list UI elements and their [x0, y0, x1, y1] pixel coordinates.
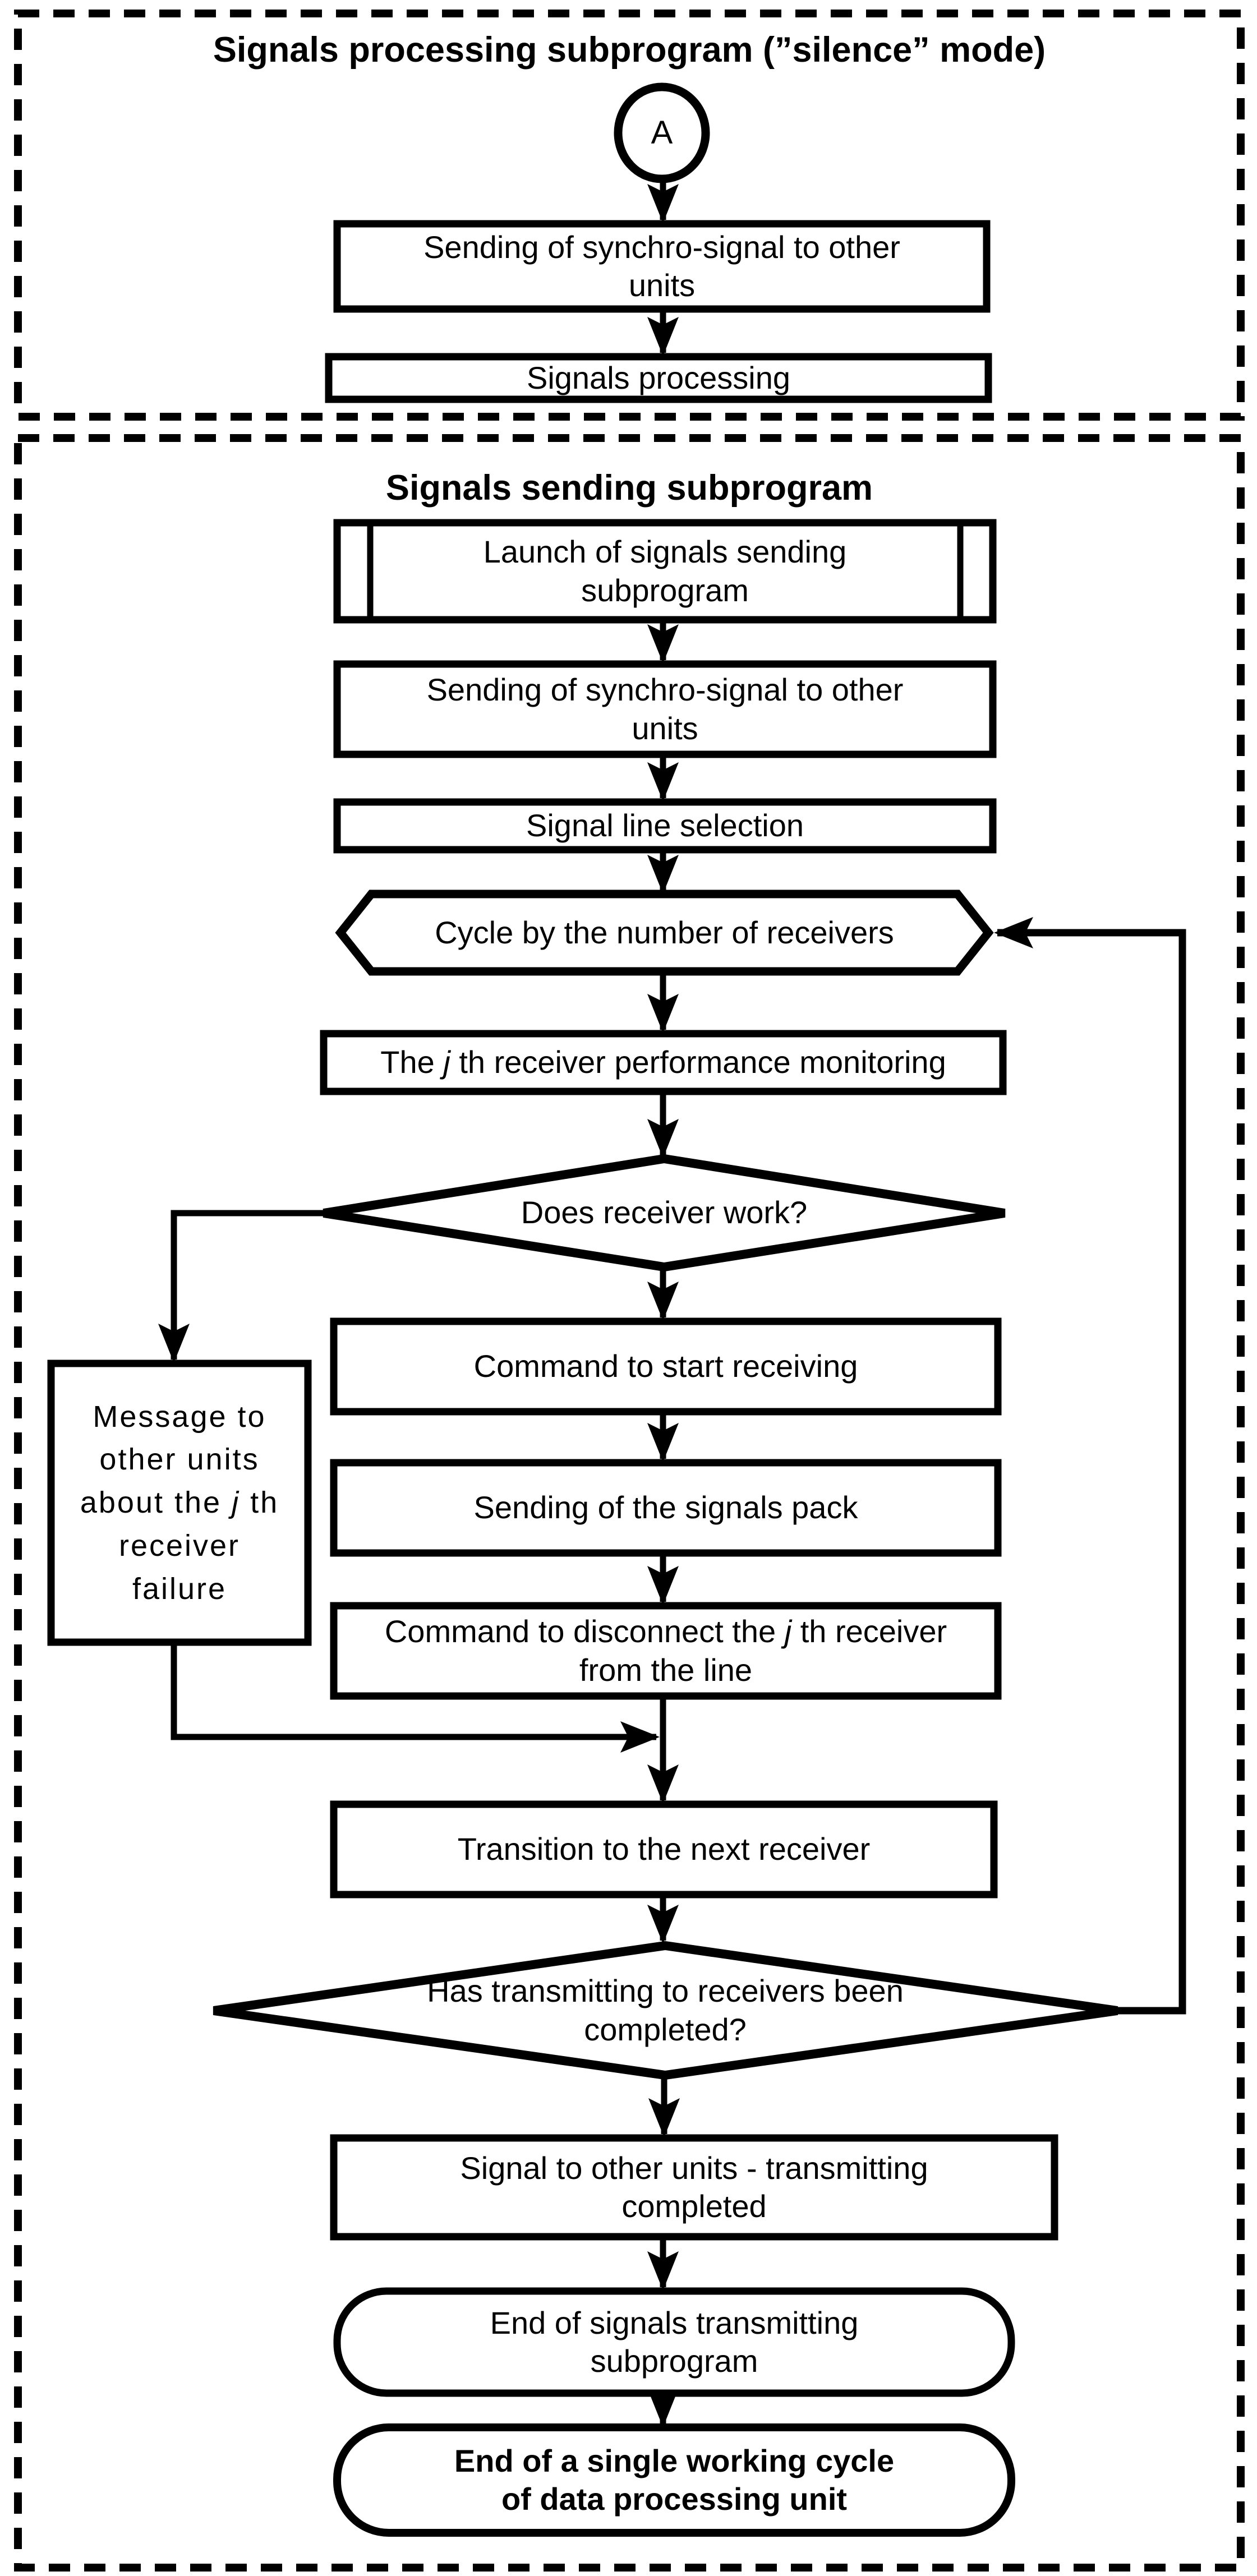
label-disconnect: Command to disconnect the j th receiver …: [384, 1614, 947, 1688]
terminator-end-cycle: [333, 2423, 1015, 2537]
label-launch: Launch of signals sending subprogram: [483, 534, 847, 608]
process-box-synchro2: [333, 660, 997, 758]
label-monitoring: The j th receiver performance monitoring: [380, 1044, 946, 1080]
loop-hexagon-cycle: [335, 890, 994, 976]
arrow-message-to-merge: [171, 1642, 660, 1753]
label-transition: Transition to the next receiver: [457, 1831, 871, 1867]
decision-diamond-does-work: [323, 1154, 1006, 1272]
arrow-decision-no-to-message: [158, 1210, 324, 1363]
process-box-signals-pack: [330, 1459, 1002, 1557]
section-title-processing: Signals processing subprogram (”silence”…: [213, 30, 1046, 70]
process-box-signal-completed: [330, 2134, 1058, 2241]
label-synchro1: Sending of synchro-signal to other units: [423, 229, 900, 303]
process-box-line-selection: [333, 798, 997, 854]
label-signals-processing: Signals processing: [526, 360, 791, 395]
process-box-failure-message: [47, 1360, 312, 1646]
arrow-loop-back-to-cycle: [994, 917, 1186, 2015]
label-synchro2: Sending of synchro-signal to other units: [426, 672, 904, 746]
section-box-processing: [14, 10, 1245, 421]
label-signals-pack: Sending of the signals pack: [473, 1490, 858, 1526]
process-box-monitoring: [320, 1030, 1007, 1095]
decision-diamond-completed: [213, 1941, 1118, 2080]
label-start-receiving: Command to start receiving: [473, 1348, 858, 1384]
process-box-disconnect: [330, 1602, 1002, 1700]
connector-a-label: A: [651, 114, 673, 151]
process-box-start-receiving: [330, 1317, 1002, 1416]
label-signal-completed: Signal to other units - transmitting com…: [460, 2150, 928, 2224]
section-box-sending: [14, 434, 1245, 2572]
section-title-sending: Signals sending subprogram: [385, 468, 873, 508]
process-box-synchro1: [333, 220, 991, 313]
label-end-cycle: End of a single working cycle of data pr…: [454, 2443, 895, 2517]
process-box-transition: [330, 1800, 998, 1898]
label-completed: Has transmitting to receivers been compl…: [427, 1973, 904, 2047]
label-end-transmitting: End of signals transmitting subprogram: [490, 2305, 859, 2379]
label-does-work: Does receiver work?: [521, 1195, 808, 1231]
connector-circle: [614, 82, 710, 183]
label-line-selection: Signal line selection: [526, 808, 804, 844]
label-cycle: Cycle by the number of receivers: [435, 914, 894, 950]
predefined-box-launch: [333, 519, 997, 624]
process-box-signals-processing: [325, 353, 992, 403]
label-failure-message: Message to other units about the j th re…: [80, 1399, 279, 1606]
terminator-end-transmitting: [333, 2287, 1015, 2397]
